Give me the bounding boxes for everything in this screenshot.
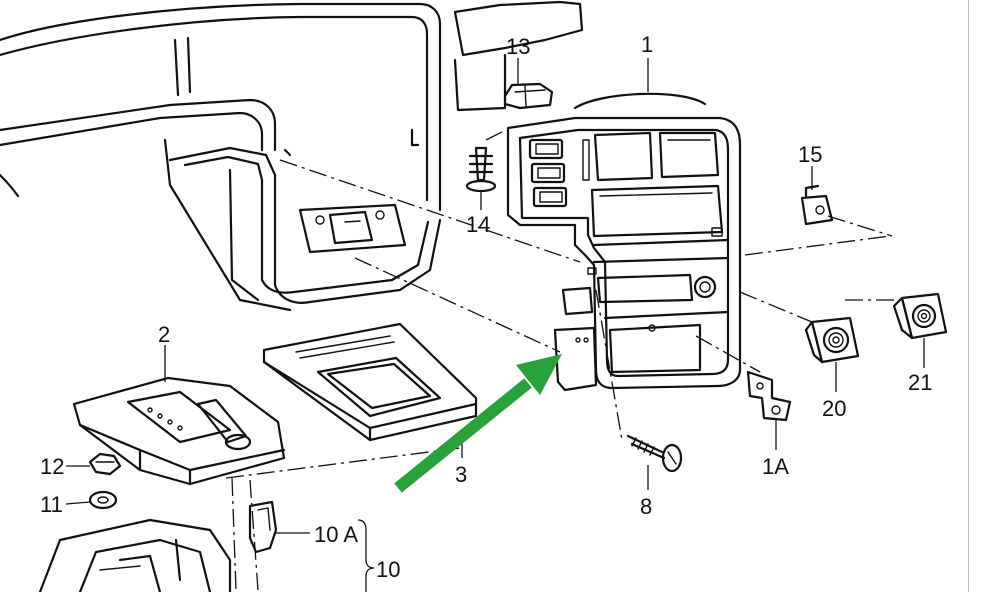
highlight-arrow [394, 354, 562, 493]
callout-part-14: 14 [466, 212, 490, 237]
callout-part-21: 21 [908, 370, 932, 395]
callout-part-10: 10 [376, 557, 400, 582]
callout-part-8: 8 [640, 494, 652, 519]
part-14-push-rivet [465, 146, 497, 193]
lower-housing [38, 518, 232, 592]
part-15-clip-nut [800, 184, 834, 226]
callout-part-13: 13 [506, 34, 530, 59]
callout-part-1: 1 [641, 32, 653, 57]
dashboard-frame [0, 0, 584, 312]
part-2-selector-cover [72, 376, 286, 486]
callout-part-1a: 1A [762, 454, 789, 479]
assembly-lines [225, 129, 895, 591]
part-8-screw [626, 434, 683, 473]
leader-lines [65, 58, 925, 592]
part-13-clip [503, 82, 554, 110]
part-1a-bracket [746, 370, 792, 422]
callout-part-3: 3 [455, 462, 467, 487]
part-1-center-trim-panel [506, 92, 742, 392]
callout-part-11: 11 [40, 492, 63, 517]
callout-part-15: 15 [798, 142, 822, 167]
part-11-washer [88, 490, 118, 510]
part-3-bezel [262, 322, 478, 442]
part-20-vent [804, 316, 860, 364]
part-10a-clip [248, 500, 278, 554]
callout-part-12: 12 [40, 454, 64, 479]
callout-part-2: 2 [158, 322, 170, 347]
part-21-vent [892, 292, 948, 340]
callout-labels: 1 1A 2 3 8 10 10 A 11 12 13 14 15 20 21 [40, 32, 932, 582]
page-edge [968, 0, 969, 592]
part-12-nut [88, 452, 122, 476]
callout-part-10a: 10 A [314, 522, 358, 547]
callout-part-20: 20 [822, 396, 846, 421]
